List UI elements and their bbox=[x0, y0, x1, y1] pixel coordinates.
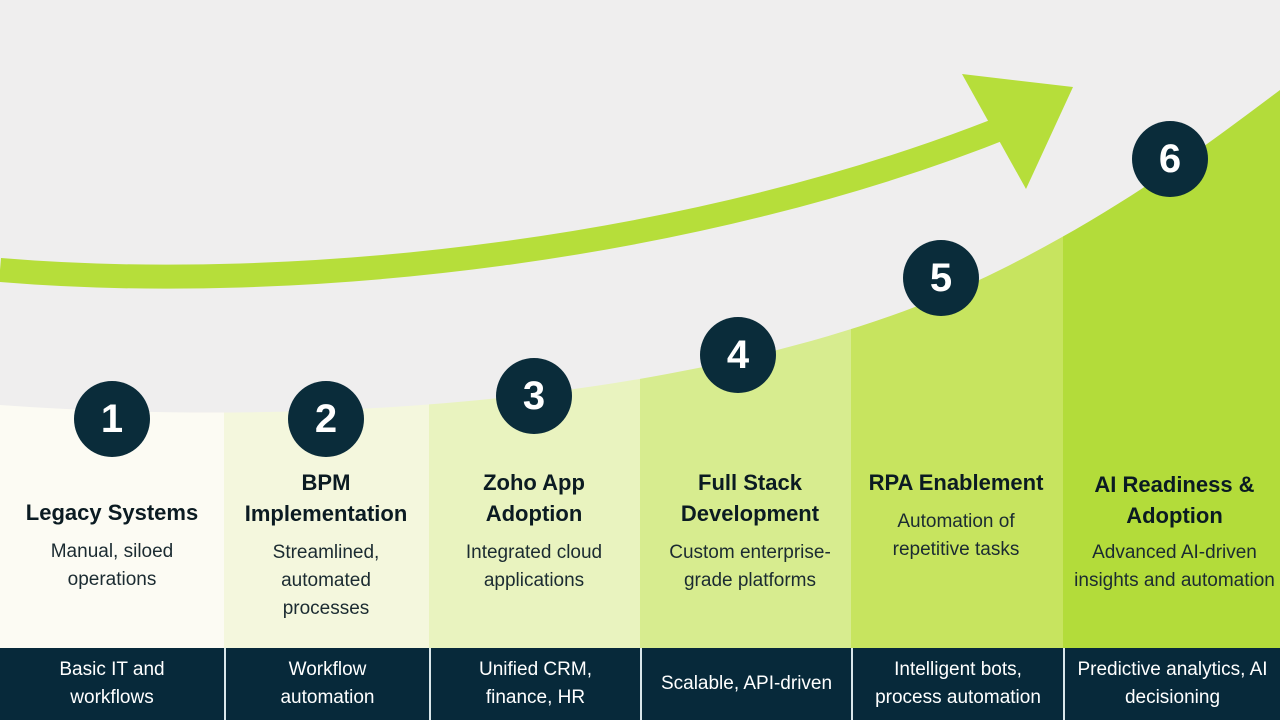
stage-description: Integrated cloud applications bbox=[465, 542, 603, 591]
stage-text-1: Legacy Systems Manual, siloed operations bbox=[10, 497, 214, 594]
stage-description: Advanced AI-driven insights and automati… bbox=[1074, 542, 1275, 591]
footer-cell-2: Workflow automation bbox=[224, 648, 429, 720]
stage-number-5: 5 bbox=[903, 240, 979, 316]
footer-cell-6: Predictive analytics, AI decisioning bbox=[1063, 648, 1280, 720]
footer-cell-1: Basic IT and workflows bbox=[59, 659, 165, 708]
stage-title: Full Stack Development bbox=[680, 470, 820, 526]
stage-description: Custom enterprise-grade platforms bbox=[669, 542, 831, 591]
stage-text-2: BPM Implementation Streamlined, automate… bbox=[226, 467, 426, 623]
stage-title: AI Readiness & Adoption bbox=[1094, 472, 1255, 528]
stage-description: Automation of repetitive tasks bbox=[892, 511, 1020, 560]
growth-arrow-head bbox=[962, 74, 1073, 189]
stage-text-5: RPA Enablement Automation of repetitive … bbox=[855, 467, 1057, 564]
stage-title: Legacy Systems bbox=[25, 500, 199, 525]
footer-cell-4: Scalable, API-driven bbox=[640, 648, 851, 720]
stage-number-2: 2 bbox=[288, 381, 364, 457]
stage-title: RPA Enablement bbox=[868, 470, 1044, 495]
stage-number-1: 1 bbox=[74, 381, 150, 457]
stage-number-6: 6 bbox=[1132, 121, 1208, 197]
stage-title: BPM Implementation bbox=[244, 470, 408, 526]
footer-bar: Basic IT and workflows Workflow automati… bbox=[0, 648, 1280, 720]
stage-number-3: 3 bbox=[496, 358, 572, 434]
growth-arrow-shaft bbox=[0, 113, 1015, 289]
stage-column-1 bbox=[0, 90, 224, 720]
stage-column-6 bbox=[1063, 90, 1280, 720]
footer-cell-3: Unified CRM, finance, HR bbox=[429, 648, 640, 720]
stage-title: Zoho App Adoption bbox=[483, 470, 585, 526]
stage-text-4: Full Stack Development Custom enterprise… bbox=[646, 467, 854, 595]
stage-number-4: 4 bbox=[700, 317, 776, 393]
stage-text-3: Zoho App Adoption Integrated cloud appli… bbox=[432, 467, 636, 595]
footer-cell-5: Intelligent bots, process automation bbox=[851, 648, 1063, 720]
stage-description: Streamlined, automated processes bbox=[272, 542, 380, 619]
stage-text-6: AI Readiness & Adoption Advanced AI-driv… bbox=[1069, 469, 1280, 595]
stage-description: Manual, siloed operations bbox=[50, 541, 174, 590]
